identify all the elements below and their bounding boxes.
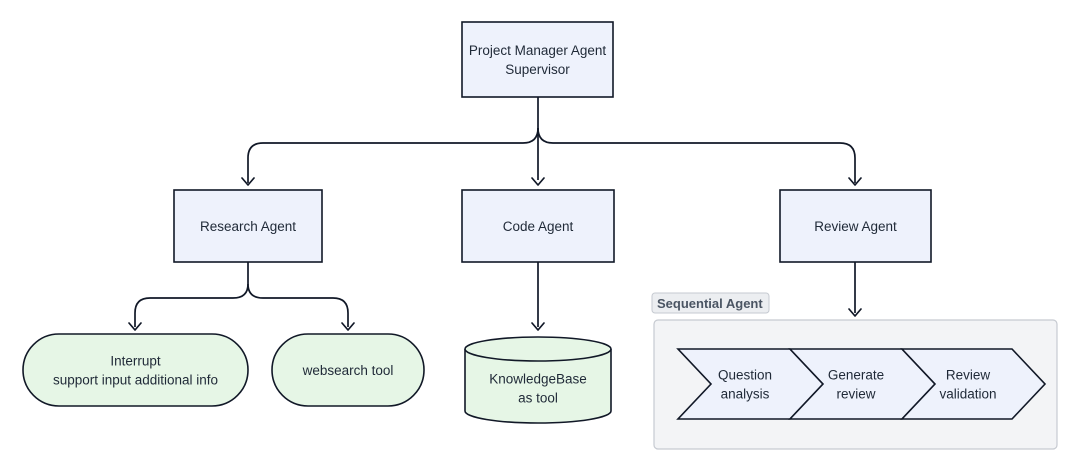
label-line: Supervisor: [505, 62, 570, 77]
review-agent-label: Review Agent: [814, 219, 897, 234]
node-research-agent[interactable]: Research Agent: [173, 189, 323, 263]
sequential-tag-box: [651, 292, 770, 314]
edge-research-to-interrupt: [134, 283, 249, 327]
node-code-agent[interactable]: Code Agent: [461, 189, 615, 263]
knowledgebase-cylinder-top: [464, 336, 612, 362]
interrupt-label: Interrupt support input additional info: [53, 354, 218, 388]
label-line: review: [836, 387, 875, 402]
step-1-label: Question analysis: [718, 368, 772, 402]
arrowhead-review: [848, 177, 862, 186]
arrowhead-interrupt: [128, 322, 142, 331]
knowledgebase-cylinder-body: [464, 349, 612, 424]
label-line: support input additional info: [53, 373, 218, 388]
code-agent-label: Code Agent: [503, 219, 574, 234]
label-line: Review Agent: [814, 219, 897, 234]
arrowhead-sequential: [848, 308, 862, 317]
arrowheads: [128, 177, 862, 331]
label-line: as tool: [518, 391, 558, 406]
label-line: validation: [939, 387, 996, 402]
label-line: analysis: [721, 387, 770, 402]
edges: [134, 97, 856, 327]
label-line: Code Agent: [503, 219, 574, 234]
node-websearch-tool[interactable]: websearch tool: [271, 333, 425, 407]
label-line: KnowledgeBase: [489, 372, 587, 387]
knowledgebase-label: KnowledgeBase as tool: [489, 372, 587, 406]
arrowhead-research: [241, 177, 255, 186]
node-review-agent[interactable]: Review Agent: [779, 189, 932, 263]
arrowhead-knowledgebase: [531, 322, 545, 331]
step-review-validation[interactable]: Review validation: [900, 348, 1047, 420]
arrowhead-code: [531, 177, 545, 186]
websearch-label: websearch tool: [302, 363, 394, 378]
node-knowledgebase[interactable]: KnowledgeBase as tool: [464, 336, 612, 424]
sequential-agent-label: Sequential Agent: [657, 296, 763, 311]
step-generate-review[interactable]: Generate review: [788, 348, 937, 420]
label-line: Project Manager Agent: [469, 43, 607, 58]
step-3-label: Review validation: [939, 368, 996, 402]
label-line: websearch tool: [302, 363, 394, 378]
label-line: Review: [946, 368, 991, 383]
label-line: Research Agent: [200, 219, 296, 234]
edge-supervisor-to-research: [247, 127, 539, 183]
sequential-agent-group: Sequential Agent Question analysis Genera…: [651, 292, 1058, 450]
edge-research-to-websearch: [247, 283, 349, 327]
research-agent-label: Research Agent: [200, 219, 296, 234]
arrowhead-websearch: [341, 322, 355, 331]
edge-supervisor-to-review: [537, 127, 856, 183]
label-line: Question: [718, 368, 772, 383]
node-interrupt-tool[interactable]: Interrupt support input additional info: [22, 333, 249, 407]
label-line: Generate: [828, 368, 884, 383]
step-2-label: Generate review: [828, 368, 884, 402]
label-line: Interrupt: [110, 354, 161, 369]
